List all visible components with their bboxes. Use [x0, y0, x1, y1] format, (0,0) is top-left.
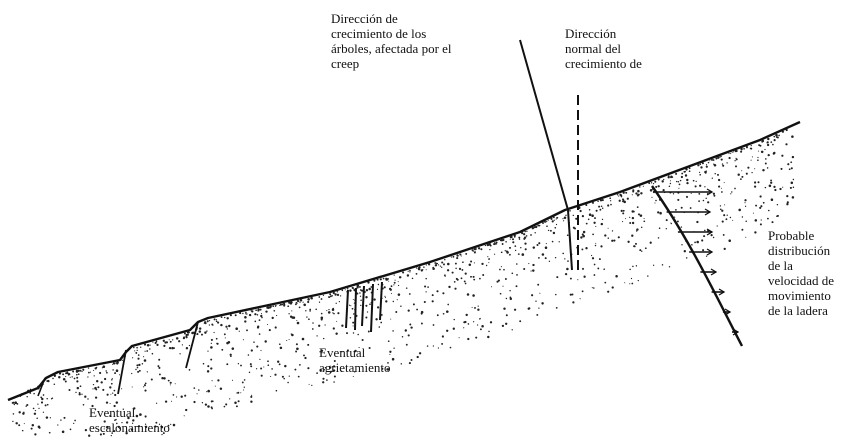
label-tree-growth-direction: Dirección de crecimiento de los árboles,… [331, 11, 452, 71]
velocity-arrowhead-4 [706, 248, 714, 256]
label-cracking: Eventual agrietamiento [319, 345, 391, 375]
velocity-arrowhead-3 [706, 228, 714, 236]
velocity-arrowhead-6 [718, 288, 726, 296]
step-scarp-1 [37, 377, 46, 397]
step-scarp-3 [185, 321, 199, 369]
velocity-arrowhead-2 [704, 208, 712, 216]
soil-stipple [11, 128, 795, 437]
velocity-arrowhead-1 [706, 188, 714, 196]
label-normal-growth-direction: Dirección normal del crecimiento de [565, 26, 642, 71]
ground-surface [7, 120, 801, 402]
velocity-arrowhead-7 [724, 308, 732, 316]
crack-lines [345, 281, 383, 333]
velocity-arrowhead-5 [710, 268, 718, 276]
label-stepping: Eventual escalonamiento [89, 405, 170, 435]
tilted-growth-line [519, 39, 573, 271]
velocity-arrows [655, 188, 740, 336]
velocity-profile-curve [651, 185, 744, 347]
velocity-arrowhead-8 [732, 328, 740, 336]
label-velocity-distribution: Probable distribución de la velocidad de… [768, 228, 835, 318]
step-scarp-2 [117, 349, 127, 395]
